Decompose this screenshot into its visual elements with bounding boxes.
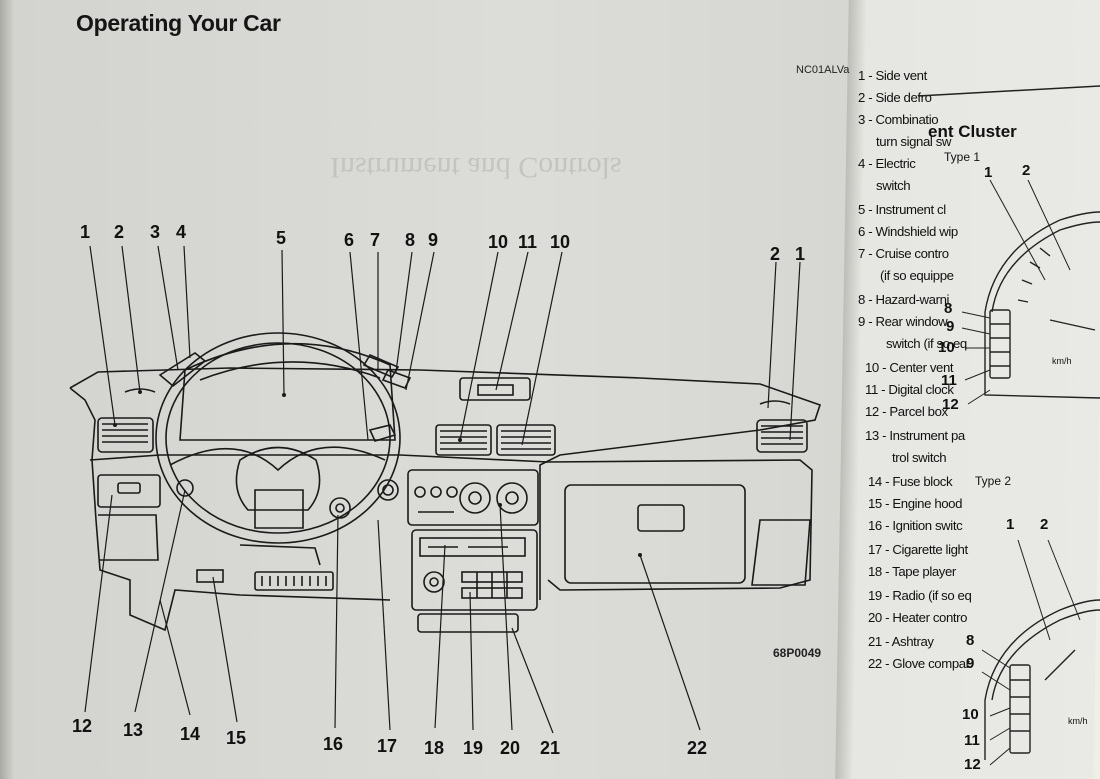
cluster-callout: 11 xyxy=(964,732,980,749)
cluster-callout: 8 xyxy=(944,300,953,317)
legend-item: 10 - Center vent xyxy=(865,360,954,375)
legend-item: switch (if so eq xyxy=(886,336,967,351)
legend-item: turn signal sw xyxy=(876,134,952,149)
legend-item: 11 - Digital clock xyxy=(865,382,954,397)
legend-item: 14 - Fuse block xyxy=(868,474,953,489)
legend-item: 16 - Ignition switc xyxy=(868,518,963,533)
legend-item: 4 - Electric xyxy=(858,156,916,171)
callout-label: 2 xyxy=(114,222,125,242)
cluster-callout: 1 xyxy=(1006,516,1015,533)
cluster-callout: 1 xyxy=(984,164,993,181)
callout-label: 5 xyxy=(276,228,287,248)
right-page-heading: ent Cluster xyxy=(928,122,1017,141)
callout-label: 2 xyxy=(770,244,781,264)
legend-item: 13 - Instrument pa xyxy=(865,428,965,443)
callout-label: 12 xyxy=(72,716,93,736)
cluster-callout: 10 xyxy=(938,339,955,356)
callout-label: 17 xyxy=(377,736,398,756)
legend-item: 2 - Side defro xyxy=(858,90,932,105)
legend-item: 3 - Combinatio xyxy=(858,112,939,127)
callout-label: 10 xyxy=(550,232,571,252)
cluster-callout: 8 xyxy=(966,632,975,649)
callout-label: 6 xyxy=(344,230,355,250)
legend-item: 19 - Radio (if so eq xyxy=(868,588,972,603)
cluster-callout: 12 xyxy=(964,756,981,773)
page-title: Operating Your Car xyxy=(76,10,281,36)
legend-item: trol switch xyxy=(892,450,947,465)
legend-item: 12 - Parcel box xyxy=(865,404,948,419)
callout-label: 13 xyxy=(123,720,144,740)
callout-label: 21 xyxy=(540,738,561,758)
callout-label: 20 xyxy=(500,738,521,758)
speed-unit: km/h xyxy=(1068,716,1088,726)
callout-label: 10 xyxy=(488,232,509,252)
cluster-callout: 2 xyxy=(1040,516,1049,533)
legend-item: 9 - Rear window xyxy=(858,314,948,329)
callout-label: 16 xyxy=(323,734,344,754)
legend-item: 22 - Glove compar xyxy=(868,656,970,671)
callout-label: 15 xyxy=(226,728,247,748)
callout-label: 22 xyxy=(687,738,708,758)
cluster-callout: 12 xyxy=(942,396,959,413)
figure-code-bottom: 68P0049 xyxy=(773,646,822,660)
type1-label: Type 1 xyxy=(944,150,981,164)
callout-label: 4 xyxy=(176,222,187,242)
callout-label: 1 xyxy=(80,222,91,242)
legend-item: (if so equippe xyxy=(880,268,954,283)
callout-label: 1 xyxy=(795,244,806,264)
speed-unit: km/h xyxy=(1052,356,1072,366)
legend-item: 7 - Cruise contro xyxy=(858,246,949,261)
callout-label: 14 xyxy=(180,724,201,744)
legend-item: 6 - Windshield wip xyxy=(858,224,958,239)
cluster-callout: 11 xyxy=(941,372,957,389)
callout-label: 9 xyxy=(428,230,439,250)
cluster-callout: 9 xyxy=(966,655,975,672)
callout-label: 19 xyxy=(463,738,484,758)
callout-label: 18 xyxy=(424,738,445,758)
cluster-callout: 10 xyxy=(962,706,979,723)
callout-label: 3 xyxy=(150,222,161,242)
legend-item: 17 - Cigarette light xyxy=(868,542,968,557)
legend-item: 1 - Side vent xyxy=(858,68,927,83)
cluster-callout: 2 xyxy=(1022,162,1031,179)
legend-item: 5 - Instrument cl xyxy=(858,202,946,217)
legend-item: 21 - Ashtray xyxy=(868,634,934,649)
callout-label: 7 xyxy=(370,230,381,250)
callout-label: 11 xyxy=(518,232,538,252)
type2-label: Type 2 xyxy=(975,474,1012,488)
figure-code-top: NC01ALVa xyxy=(796,64,850,76)
legend-item: switch xyxy=(876,178,911,193)
cluster-callout: 9 xyxy=(946,318,955,335)
legend-item: 18 - Tape player xyxy=(868,564,956,579)
callout-label: 8 xyxy=(405,230,416,250)
legend-item: 20 - Heater contro xyxy=(868,610,968,625)
legend-item: 15 - Engine hood xyxy=(868,496,963,511)
legend-item: 8 - Hazard-warni xyxy=(858,292,950,307)
